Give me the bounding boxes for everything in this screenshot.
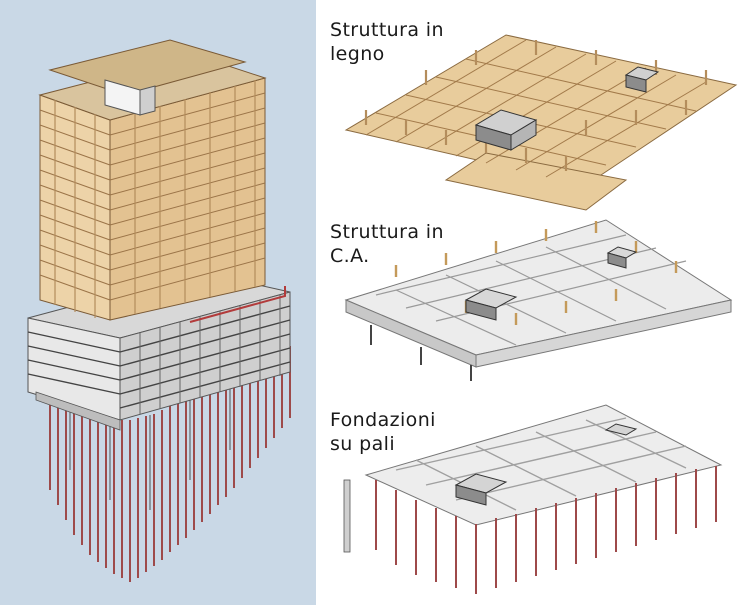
concrete-structure-label: Struttura in C.A. (330, 220, 444, 268)
building-axonometric (0, 0, 316, 605)
foundations-drawing (343, 404, 723, 594)
timber-label-line2: legno (330, 43, 385, 65)
foundations-label-line2: su pali (330, 433, 396, 455)
foundations-label-line1: Fondazioni (330, 409, 436, 431)
foundations-label: Fondazioni su pali (330, 408, 436, 456)
timber-structure-label: Struttura in legno (330, 18, 444, 66)
foundation-piles (49, 346, 291, 582)
concrete-structure-drawing (344, 219, 733, 381)
building-drawing (0, 0, 316, 605)
concrete-label-line1: Struttura in (330, 221, 444, 243)
structural-layers-panel: Struttura in legno Struttura in C.A. Fon… (316, 0, 750, 605)
timber-tower (38, 39, 267, 321)
timber-structure-drawing (344, 34, 738, 211)
concrete-label-line2: C.A. (330, 245, 370, 267)
timber-label-line1: Struttura in (330, 19, 444, 41)
